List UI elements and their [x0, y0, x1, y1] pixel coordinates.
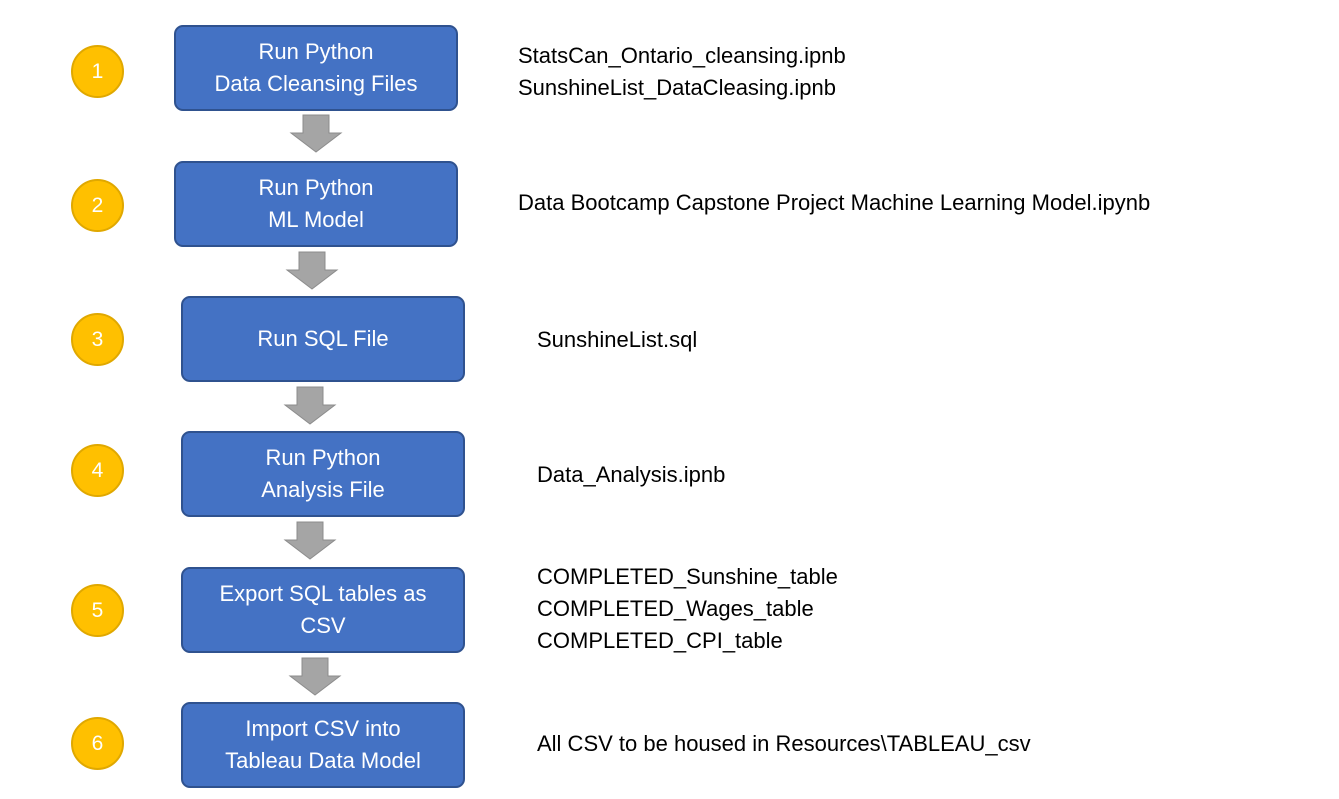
step-1-note-1: StatsCan_Ontario_cleansing.ipnb	[518, 43, 846, 68]
down-arrow-4-to-5	[283, 521, 337, 560]
step-1-number: 1	[91, 59, 104, 83]
step-6-number: 6	[91, 731, 104, 755]
step-2-number-badge: 2	[71, 179, 124, 232]
step-3-line-1: Run SQL File	[257, 326, 389, 351]
step-5-line-2: CSV	[300, 613, 346, 638]
step-2-line-1: Run Python	[258, 175, 374, 200]
step-5-number: 5	[91, 598, 104, 622]
step-4-number-badge: 4	[71, 444, 124, 497]
step-4-number: 4	[91, 458, 104, 482]
down-arrow-3-to-4	[283, 386, 337, 425]
step-4-line-2: Analysis File	[261, 477, 385, 502]
step-5-note-1: COMPLETED_Sunshine_table	[537, 564, 838, 589]
step-6-box: Import CSV into Tableau Data Model	[181, 702, 465, 788]
step-3-note-1: SunshineList.sql	[537, 327, 698, 352]
step-5-note-3: COMPLETED_CPI_table	[537, 628, 783, 653]
step-2-notes: Data Bootcamp Capstone Project Machine L…	[518, 187, 1150, 219]
step-2-line-2: ML Model	[268, 207, 364, 232]
step-2-number: 2	[91, 193, 104, 217]
step-6-number-badge: 6	[71, 717, 124, 770]
step-5-number-badge: 5	[71, 584, 124, 637]
step-6-notes: All CSV to be housed in Resources\TABLEA…	[537, 728, 1031, 760]
down-arrow-1-to-2	[289, 114, 343, 153]
step-1-notes: StatsCan_Ontario_cleansing.ipnb Sunshine…	[518, 40, 846, 104]
step-1-number-badge: 1	[71, 45, 124, 98]
step-3-number-badge: 3	[71, 313, 124, 366]
step-5-notes: COMPLETED_Sunshine_table COMPLETED_Wages…	[537, 561, 838, 657]
step-4-notes: Data_Analysis.ipnb	[537, 459, 725, 491]
step-3-box: Run SQL File	[181, 296, 465, 382]
step-6-line-1: Import CSV into	[245, 716, 401, 741]
down-arrow-5-to-6	[288, 657, 342, 696]
step-6-line-2: Tableau Data Model	[225, 748, 421, 773]
step-1-line-2: Data Cleansing Files	[214, 71, 418, 96]
step-3-number: 3	[91, 327, 104, 351]
down-arrow-2-to-3	[285, 251, 339, 290]
step-5-line-1: Export SQL tables as	[219, 581, 427, 606]
step-5-box: Export SQL tables as CSV	[181, 567, 465, 653]
step-2-note-1: Data Bootcamp Capstone Project Machine L…	[518, 190, 1151, 215]
step-2-box: Run Python ML Model	[174, 161, 458, 247]
step-6-note-1: All CSV to be housed in Resources\TABLEA…	[537, 731, 1031, 756]
step-5-note-2: COMPLETED_Wages_table	[537, 596, 814, 621]
step-4-line-1: Run Python	[265, 445, 381, 470]
step-4-box: Run Python Analysis File	[181, 431, 465, 517]
step-4-note-1: Data_Analysis.ipnb	[537, 462, 726, 487]
step-1-note-2: SunshineList_DataCleasing.ipnb	[518, 75, 836, 100]
step-1-line-1: Run Python	[258, 39, 374, 64]
step-3-notes: SunshineList.sql	[537, 324, 697, 356]
step-1-box: Run Python Data Cleansing Files	[174, 25, 458, 111]
